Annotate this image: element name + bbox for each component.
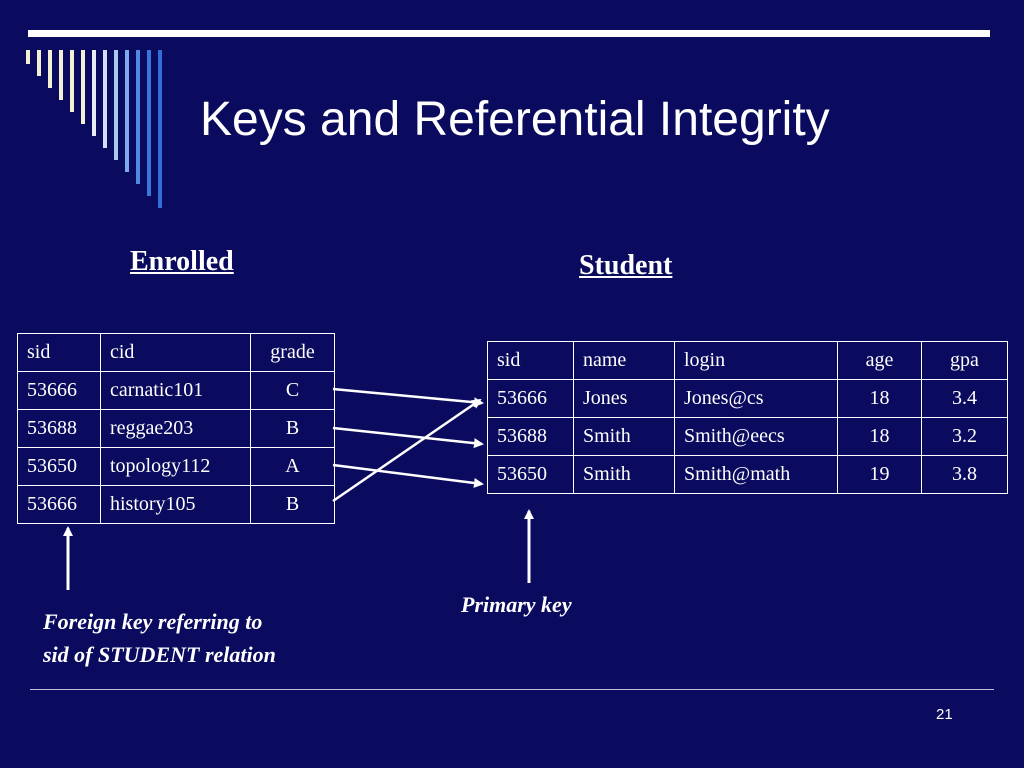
table-cell: Smith@math <box>674 455 838 494</box>
table-row: 53650 topology112 A <box>17 447 335 486</box>
table-cell: Jones@cs <box>674 379 838 418</box>
table-cell: 53650 <box>17 447 101 486</box>
table-cell: 53666 <box>487 379 574 418</box>
table-header-row: sid cid grade <box>17 333 335 372</box>
table-cell: Smith <box>573 455 675 494</box>
table-cell: B <box>250 485 335 524</box>
table-cell: history105 <box>100 485 251 524</box>
column-header: grade <box>250 333 335 372</box>
foreign-key-note-line1: Foreign key referring to <box>43 609 263 634</box>
table-cell: 3.2 <box>921 417 1008 456</box>
table-cell: 3.8 <box>921 455 1008 494</box>
table-cell: A <box>250 447 335 486</box>
table-cell: Smith <box>573 417 675 456</box>
table-row: 53650 Smith Smith@math 19 3.8 <box>487 455 1008 494</box>
student-table: sid name login age gpa 53666 Jones Jones… <box>487 341 1008 494</box>
reference-arrow <box>332 398 482 503</box>
table-row: 53688 Smith Smith@eecs 18 3.2 <box>487 417 1008 456</box>
column-header: name <box>573 341 675 380</box>
student-caption: Student <box>579 250 673 281</box>
table-cell: 3.4 <box>921 379 1008 418</box>
table-cell: 53666 <box>17 371 101 410</box>
table-row: 53666 history105 B <box>17 485 335 524</box>
page-number: 21 <box>936 706 953 723</box>
column-header: gpa <box>921 341 1008 380</box>
table-cell: 53650 <box>487 455 574 494</box>
column-header: cid <box>100 333 251 372</box>
table-row: 53688 reggae203 B <box>17 409 335 448</box>
table-cell: 19 <box>837 455 922 494</box>
slide-title: Keys and Referential Integrity <box>200 93 830 146</box>
column-header: login <box>674 341 838 380</box>
column-header: sid <box>487 341 574 380</box>
reference-arrow <box>332 426 484 449</box>
table-cell: B <box>250 409 335 448</box>
table-cell: 18 <box>837 417 922 456</box>
table-header-row: sid name login age gpa <box>487 341 1008 380</box>
table-cell: 18 <box>837 379 922 418</box>
table-cell: 53666 <box>17 485 101 524</box>
table-row: 53666 Jones Jones@cs 18 3.4 <box>487 379 1008 418</box>
decorative-stripes <box>26 50 162 208</box>
table-cell: Jones <box>573 379 675 418</box>
enrolled-caption: Enrolled <box>130 246 234 277</box>
enrolled-table: sid cid grade 53666 carnatic101 C 53688 … <box>17 333 335 524</box>
table-cell: carnatic101 <box>100 371 251 410</box>
top-rule <box>28 30 990 37</box>
table-cell: Smith@eecs <box>674 417 838 456</box>
column-header: age <box>837 341 922 380</box>
table-cell: 53688 <box>487 417 574 456</box>
primary-key-note: Primary key <box>461 592 572 617</box>
foreign-key-note-line2: sid of STUDENT relation <box>43 642 276 667</box>
foreign-key-note: Foreign key referring to sid of STUDENT … <box>43 605 276 671</box>
table-cell: reggae203 <box>100 409 251 448</box>
table-cell: 53688 <box>17 409 101 448</box>
reference-arrow <box>332 387 484 408</box>
table-row: 53666 carnatic101 C <box>17 371 335 410</box>
reference-arrow <box>332 463 484 488</box>
table-cell: topology112 <box>100 447 251 486</box>
bottom-rule <box>30 689 994 690</box>
table-cell: C <box>250 371 335 410</box>
column-header: sid <box>17 333 101 372</box>
